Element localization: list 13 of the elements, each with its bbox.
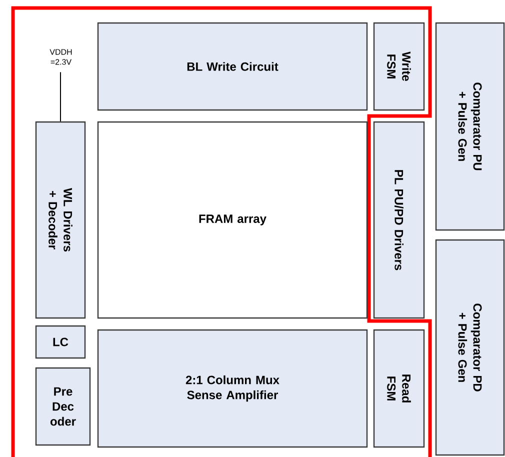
circuit-block: Comparator PD + Pulse Gen [435, 239, 505, 456]
circuit-block: 2:1 Column Mux Sense Amplifier [97, 329, 368, 448]
circuit-block: LC [35, 325, 86, 359]
connector-line [60, 72, 61, 122]
circuit-block: Read FSM [373, 329, 425, 448]
circuit-block: BL Write Circuit [97, 22, 368, 111]
voltage-label: VDDH =2.3V [50, 49, 72, 65]
circuit-block: Write FSM [373, 22, 425, 111]
circuit-block: WL Drivers + Decoder [35, 121, 86, 319]
array-block: FRAM array [97, 121, 368, 319]
circuit-block: Comparator PU + Pulse Gen [435, 22, 505, 231]
circuit-block: Pre Dec oder [35, 367, 91, 446]
circuit-block: PL PU/PD Drivers [373, 121, 425, 319]
